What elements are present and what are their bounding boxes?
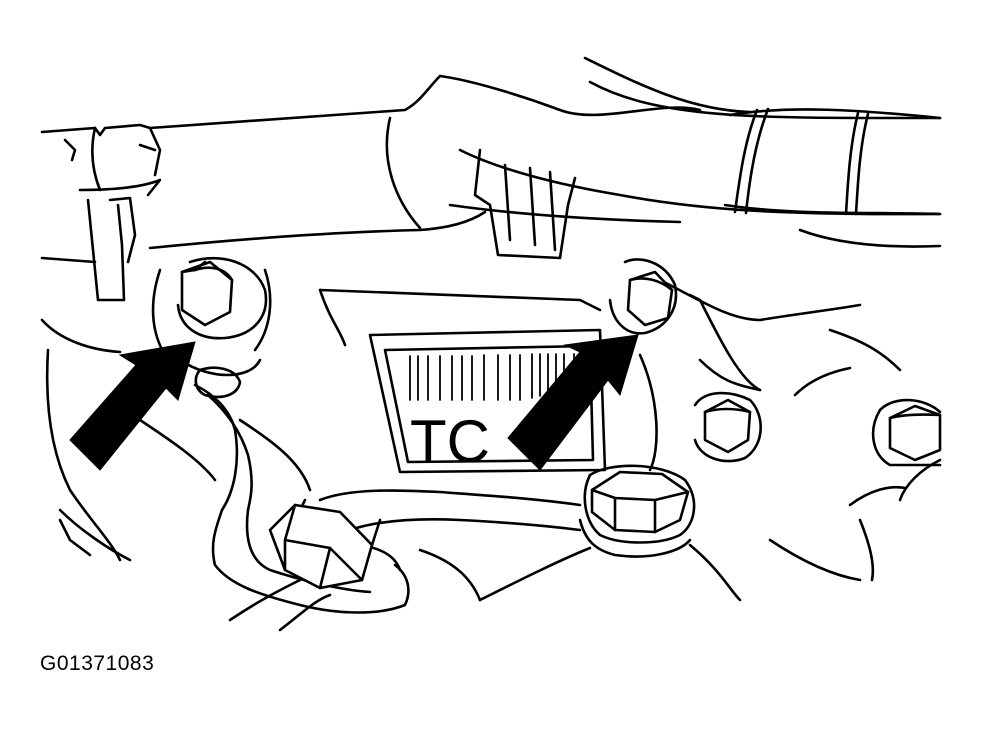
identification-label: TC [370, 330, 605, 475]
exhaust-pipe [725, 109, 940, 247]
bolt-upper-left [178, 258, 266, 338]
large-bolt [580, 466, 694, 557]
link-bracket [195, 368, 580, 613]
left-clip [65, 125, 160, 300]
center-clip [475, 150, 575, 258]
arrow-upper-center-bolt [508, 335, 638, 470]
transfer-case-body [42, 270, 940, 630]
bolt-upper-center [610, 259, 676, 333]
bolt-right-1 [695, 393, 761, 461]
arrow-upper-left-bolt [70, 342, 195, 470]
bracket-nut [270, 505, 372, 588]
label-tc-text: TC [410, 408, 490, 475]
bolt-right-2 [873, 400, 940, 465]
figure-id-label: G01371083 [40, 652, 155, 675]
